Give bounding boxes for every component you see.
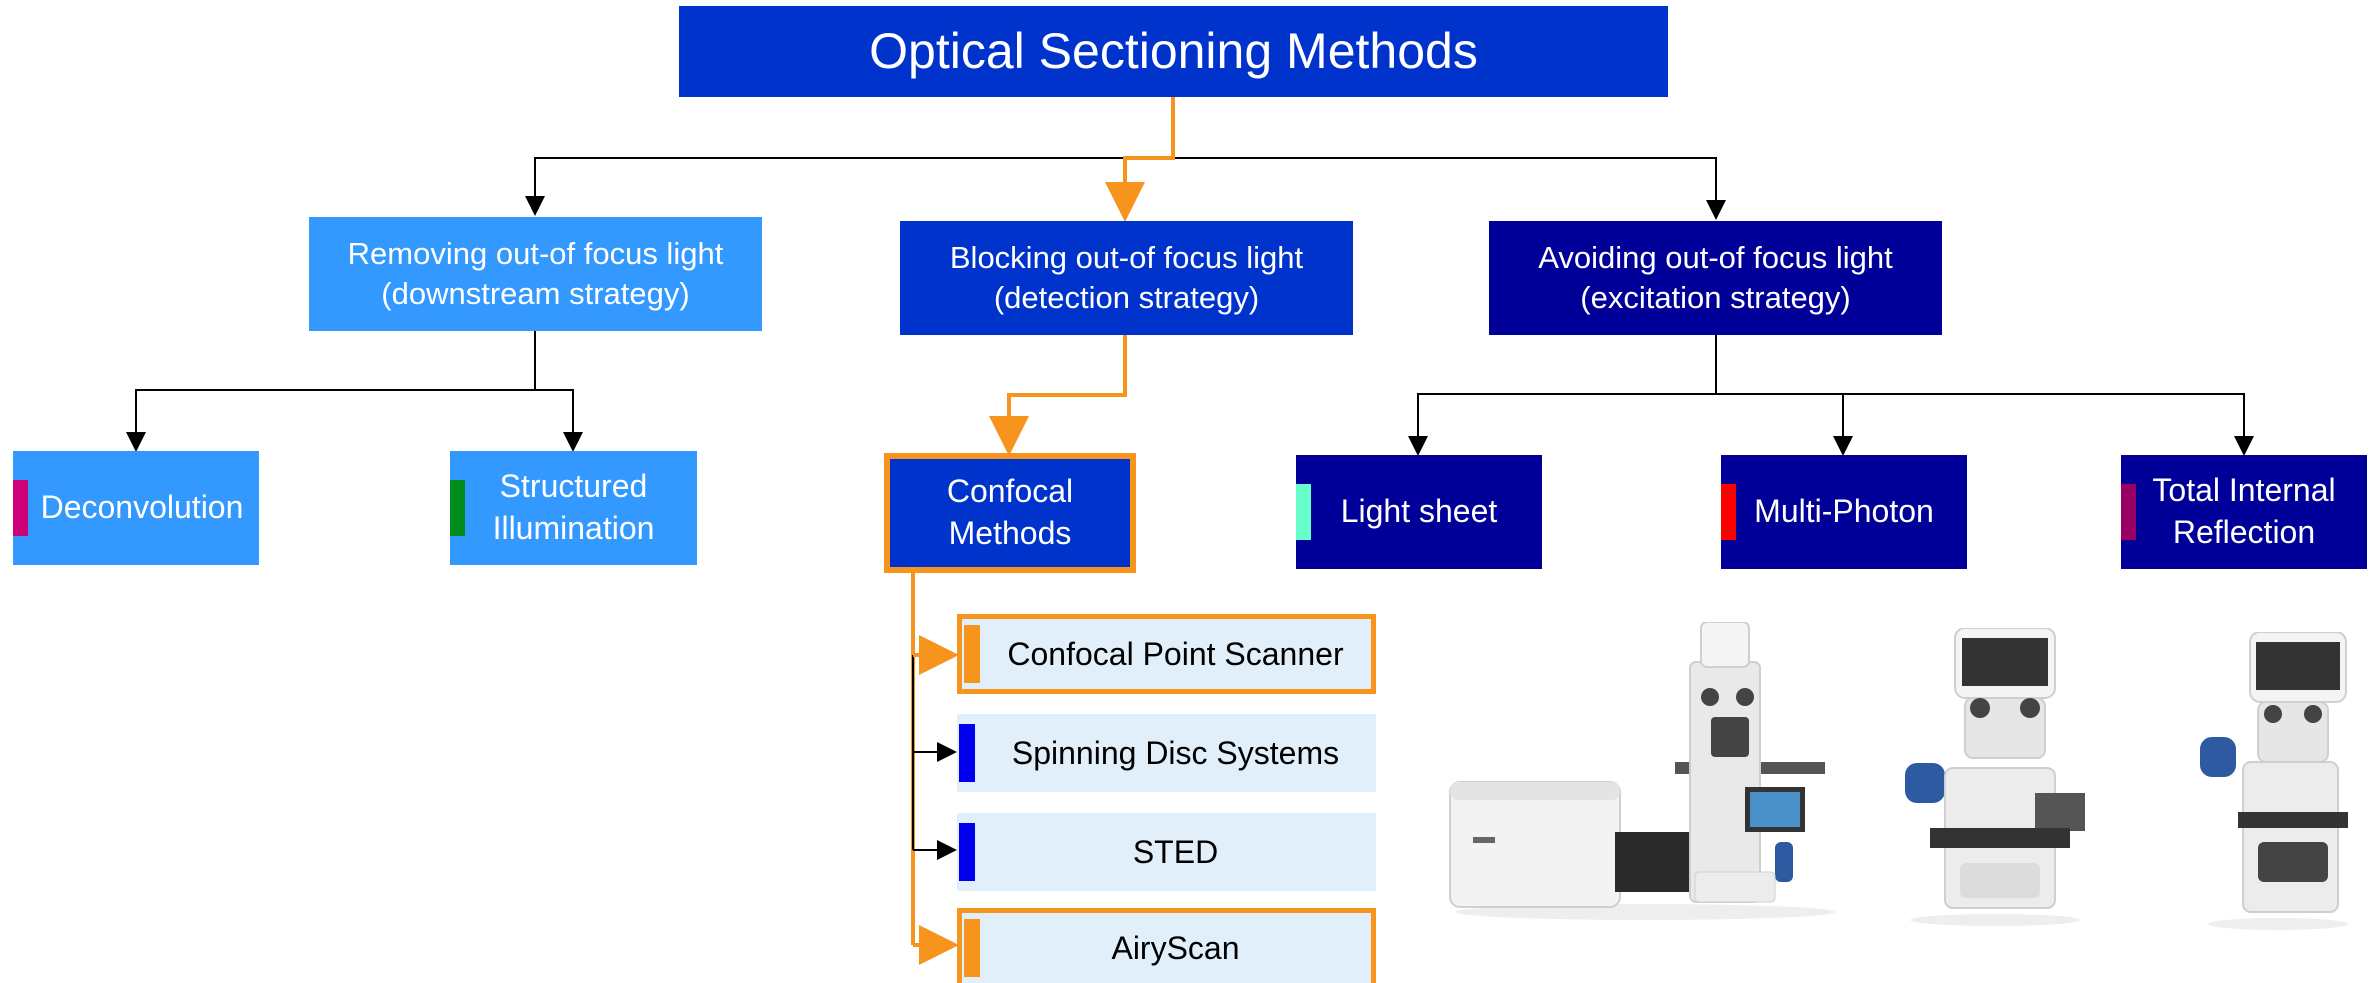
method-tirf-line1: Total Internal <box>2152 472 2336 509</box>
method-lightsheet-box: Light sheet <box>1296 455 1542 569</box>
method-multiphoton-box: Multi-Photon <box>1721 455 1967 569</box>
method-structured-line1: Structured <box>499 468 648 505</box>
connector-title-blocking <box>1105 97 1175 222</box>
strategy-removing-box: Removing out-of focus light (downstream … <box>309 217 762 331</box>
technique-sted-label: STED <box>1132 833 1219 870</box>
technique-spinning-disc-marker <box>959 724 975 782</box>
technique-sted: STED <box>957 813 1376 891</box>
method-confocal-line1: Confocal <box>946 473 1074 510</box>
upright-microscope-compact-icon <box>2200 632 2348 930</box>
method-structured-box: Structured Illumination <box>450 451 697 565</box>
strategy-removing-line1: Removing out-of focus light <box>347 235 724 271</box>
multiphoton-marker <box>1721 484 1736 540</box>
confocal-microscope-system-icon <box>1449 622 1835 920</box>
lightsheet-marker <box>1296 484 1311 540</box>
strategy-avoiding-line1: Avoiding out-of focus light <box>1538 239 1893 275</box>
method-multiphoton-label: Multi-Photon <box>1754 493 1934 530</box>
connector-avoiding-lightsheet <box>1408 334 1717 456</box>
strategy-blocking-line2: (detection strategy) <box>993 280 1260 315</box>
connector-title-avoiding <box>1173 157 1726 220</box>
technique-point-scanner-marker <box>964 625 980 683</box>
diagram-title: Optical Sectioning Methods <box>679 6 1668 97</box>
technique-spinning-disc: Spinning Disc Systems <box>957 714 1376 792</box>
method-tirf-box: Total Internal Reflection <box>2121 455 2367 569</box>
connector-removing-structured <box>535 389 583 452</box>
technique-spinning-disc-label: Spinning Disc Systems <box>1011 734 1340 771</box>
deconvolution-marker <box>13 480 28 536</box>
method-deconvolution-label: Deconvolution <box>40 489 244 526</box>
method-deconvolution-box: Deconvolution <box>13 451 259 565</box>
upright-microscope-icon <box>1905 628 2085 926</box>
technique-airyscan-marker <box>964 919 980 977</box>
technique-point-scanner: Confocal Point Scanner <box>957 614 1376 694</box>
connector-removing-deconvolution <box>126 330 536 452</box>
method-confocal-box: Confocal Methods <box>884 453 1136 573</box>
method-tirf-line2: Reflection <box>2172 514 2316 550</box>
strategy-avoiding-box: Avoiding out-of focus light (excitation … <box>1489 221 1942 335</box>
strategy-blocking-box: Blocking out-of focus light (detection s… <box>900 221 1353 335</box>
technique-sted-marker <box>959 823 975 881</box>
connector-avoiding-tirf <box>1843 393 2254 456</box>
strategy-avoiding-line2: (excitation strategy) <box>1580 280 1851 315</box>
technique-point-scanner-label: Confocal Point Scanner <box>1007 635 1344 672</box>
connector-avoiding-multiphoton <box>1716 393 1853 456</box>
connector-title-removing <box>525 157 1173 216</box>
method-structured-line2: Illumination <box>492 510 655 546</box>
strategy-removing-line2: (downstream strategy) <box>381 276 690 311</box>
method-confocal-line2: Methods <box>948 515 1072 551</box>
technique-airyscan: AiryScan <box>957 908 1376 983</box>
strategy-blocking-line1: Blocking out-of focus light <box>949 239 1304 275</box>
method-lightsheet-label: Light sheet <box>1340 493 1498 530</box>
tirf-marker <box>2121 484 2136 540</box>
connector-blocking-confocal <box>989 334 1127 456</box>
technique-airyscan-label: AiryScan <box>1111 929 1240 966</box>
structured-marker <box>450 480 465 536</box>
